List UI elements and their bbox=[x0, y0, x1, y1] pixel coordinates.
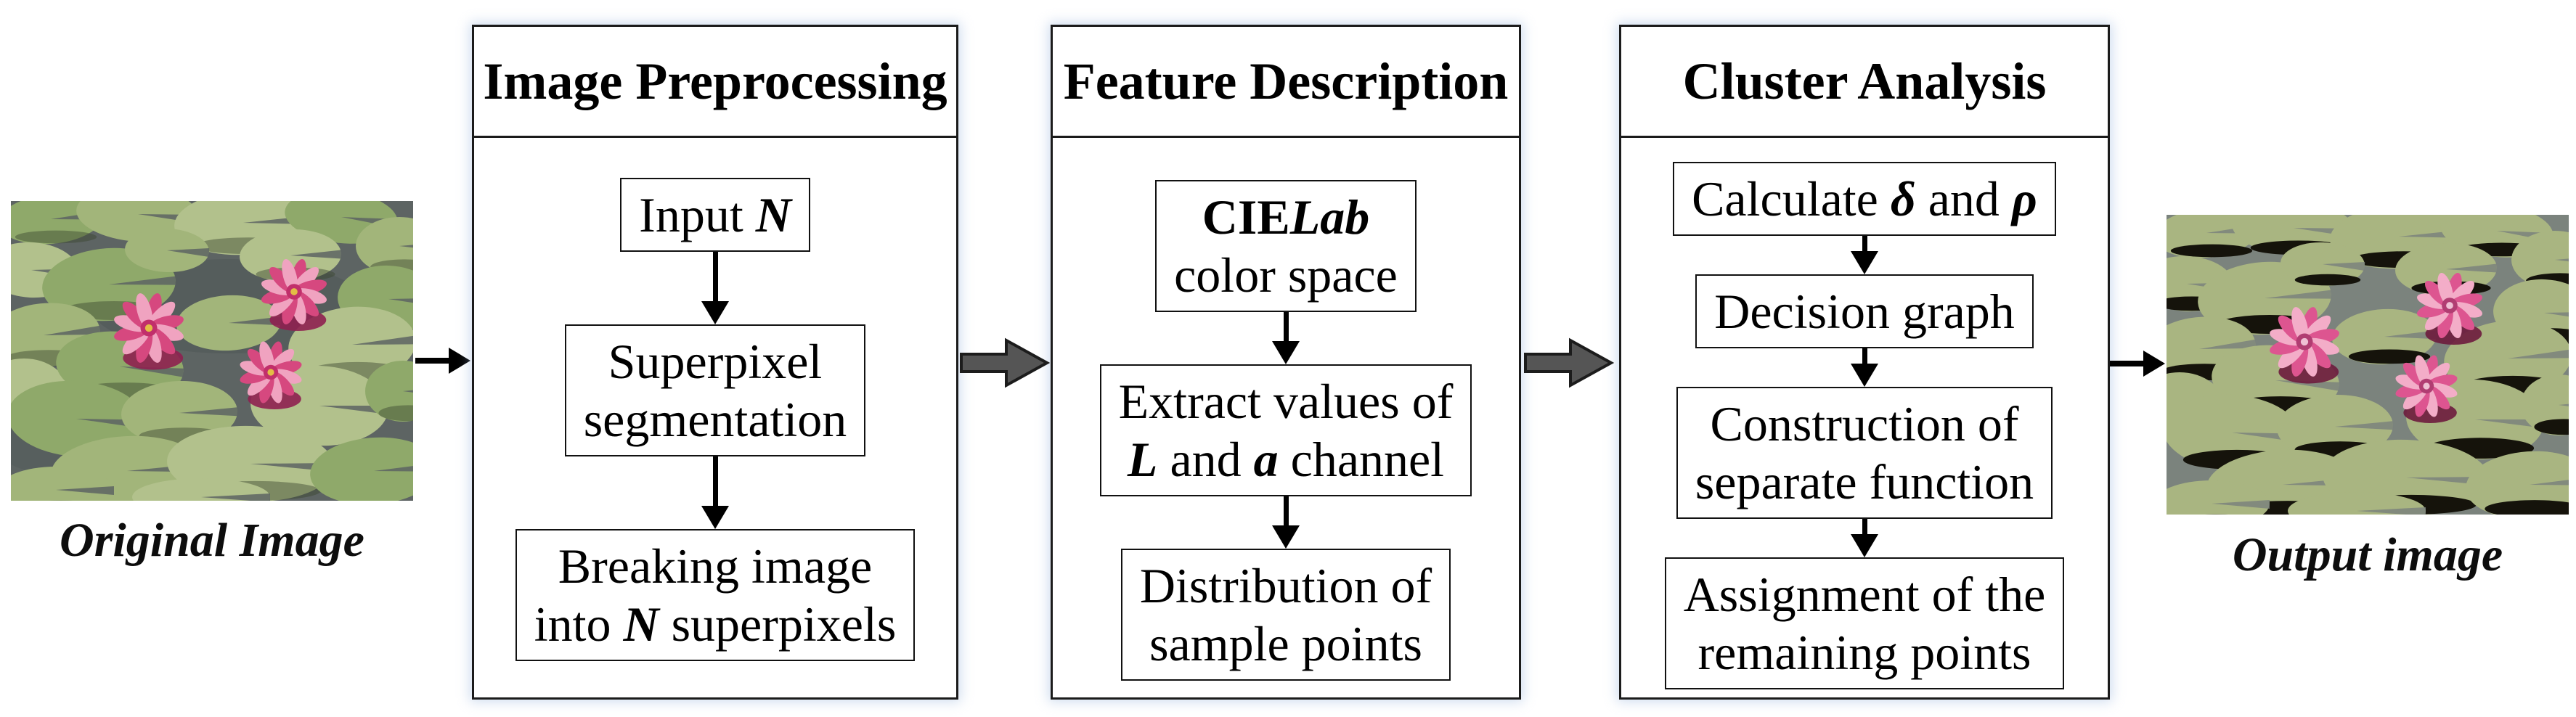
down-arrow-icon bbox=[701, 252, 729, 324]
down-arrow-icon bbox=[1851, 519, 1878, 557]
panel-header: Cluster Analysis bbox=[1621, 27, 2108, 138]
original-image-caption: Original Image bbox=[60, 514, 364, 567]
original-pond-image bbox=[11, 201, 413, 501]
step-box: Input N bbox=[620, 178, 810, 252]
panel-title: Image Preprocessing bbox=[483, 52, 947, 110]
down-arrow-icon bbox=[1851, 348, 1878, 387]
down-arrow-icon bbox=[1851, 236, 1878, 274]
flow-arrow-input-icon bbox=[415, 348, 470, 374]
flow-arrow-output-icon bbox=[2110, 351, 2165, 377]
panel-title: Feature Description bbox=[1063, 52, 1509, 110]
output-image-caption: Output image bbox=[2232, 528, 2503, 581]
block-arrow-1-icon bbox=[960, 337, 1050, 388]
down-arrow-icon bbox=[1272, 312, 1300, 364]
output-segmented-image bbox=[2167, 215, 2569, 515]
step-box: Calculate δ and ρ bbox=[1673, 162, 2056, 236]
panel-header: Image Preprocessing bbox=[474, 27, 956, 138]
step-box: Decision graph bbox=[1695, 274, 2034, 348]
down-arrow-icon bbox=[1272, 496, 1300, 549]
panel-title: Cluster Analysis bbox=[1682, 52, 2047, 110]
down-arrow-icon bbox=[701, 456, 729, 529]
panel-header: Feature Description bbox=[1053, 27, 1519, 138]
block-arrow-2-icon bbox=[1524, 337, 1614, 388]
